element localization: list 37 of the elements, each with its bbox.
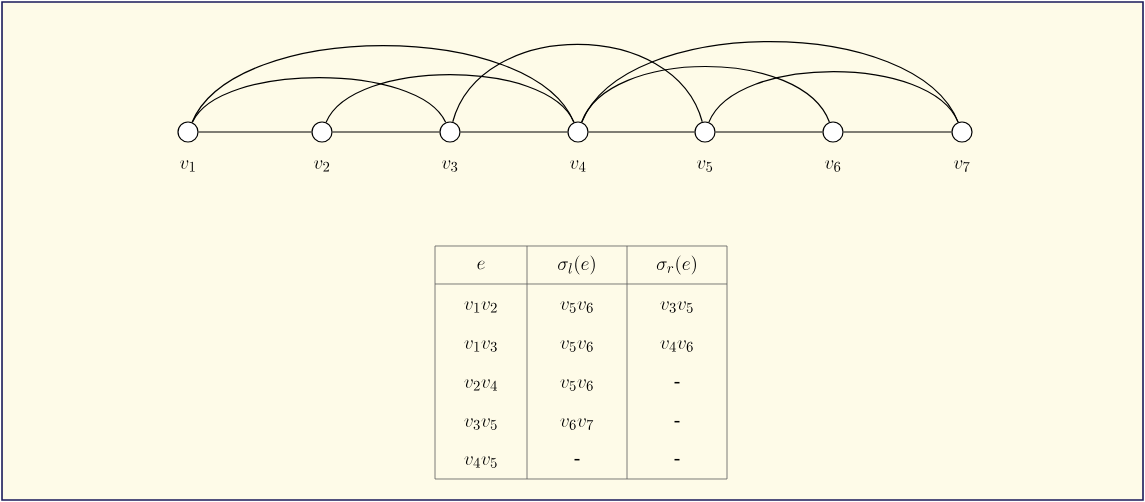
edge-line — [452, 43, 703, 123]
edge-line — [581, 65, 830, 123]
edge-line — [843, 131, 952, 133]
table-text: $v_1v_3$ — [464, 340, 497, 352]
edge-line — [191, 77, 447, 123]
table-text: - — [674, 458, 680, 461]
vertex-label: $v_6$ — [825, 160, 841, 172]
table-text: $\sigma_r(e)$ — [656, 255, 696, 275]
table-text: $e$ — [477, 260, 485, 270]
vertex-label: $v_3$ — [442, 160, 458, 172]
table-text: $v_4v_6$ — [660, 340, 693, 352]
vertex-label: $v_2$ — [314, 160, 330, 172]
vertex-label: $v_1$ — [180, 160, 195, 172]
edge-line — [198, 131, 312, 133]
vertex-label: $v_7$ — [954, 160, 970, 172]
edge-line — [581, 40, 959, 123]
edge-line — [325, 74, 575, 123]
vertex-label: $v_5$ — [697, 160, 713, 172]
table-text: $v_6v_7$ — [560, 418, 594, 430]
table-text: $v_3v_5$ — [660, 301, 693, 313]
edge-line — [715, 131, 823, 133]
table-text: $v_4v_5$ — [464, 456, 497, 468]
table-text: $v_2v_4$ — [464, 379, 497, 391]
vertex-label: $v_4$ — [570, 160, 586, 172]
edge-line — [588, 131, 695, 133]
table-text: - — [674, 420, 680, 423]
table-text: $\sigma_l(e)$ — [558, 255, 595, 275]
edge-line — [460, 131, 568, 133]
edge-line — [708, 70, 959, 123]
table-text: - — [574, 458, 580, 461]
table-text: $v_1v_2$ — [464, 301, 497, 313]
table-text: $v_5v_6$ — [560, 379, 593, 391]
table-text: $v_5v_6$ — [560, 301, 593, 313]
edge-line — [332, 131, 440, 133]
table-text: $v_5v_6$ — [560, 340, 593, 352]
table-text: - — [674, 381, 680, 384]
table-text: $v_3v_5$ — [464, 418, 497, 430]
